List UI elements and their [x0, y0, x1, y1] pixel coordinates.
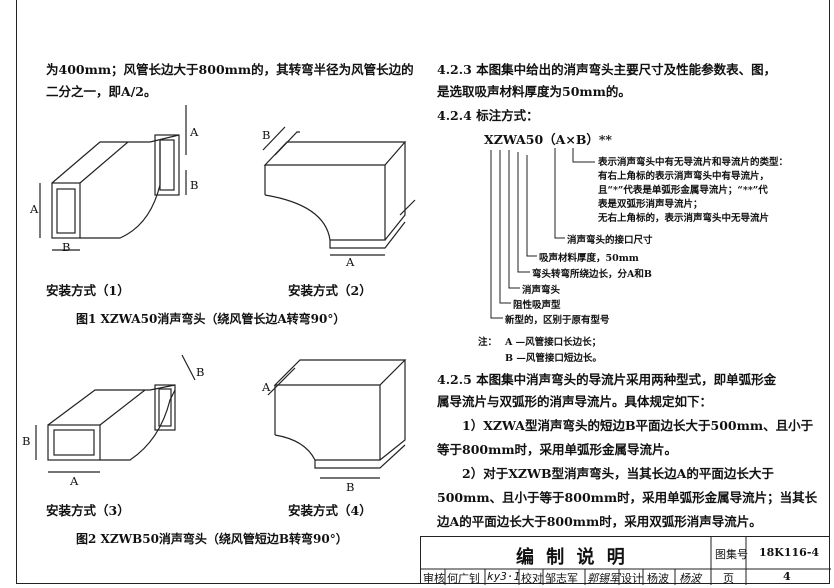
page-label: 页 — [723, 572, 734, 585]
checker-signature: 郭锡军 — [587, 572, 620, 585]
section-4-2-3-line-2: 是选取吸声材料厚度为50mm的。 — [437, 84, 631, 99]
label-a-fig1-2: A — [346, 255, 355, 269]
note-a: A —风管接口长边长； — [505, 337, 602, 348]
designer-signature: 杨波 — [679, 572, 701, 585]
note-line-4: 表是双弧形消声导流片； — [598, 199, 703, 210]
install-label-3: 安装方式（3） — [46, 503, 130, 518]
note-line-8: 弯头转弯所绕边长，分A和B — [532, 269, 652, 280]
title-block-grid — [421, 537, 831, 585]
label-a-fig1-1: A — [30, 202, 39, 216]
page-number: 4 — [783, 570, 791, 583]
section-4-2-3-line-1: 4.2.3 本图集中给出的消声弯头主要尺寸及性能参数表、图， — [437, 62, 777, 77]
section-4-2-5-line-7: 边A的平面边长大于800mm时，采用双弧形消声导流片。 — [437, 514, 762, 529]
designation-formula: XZWA50（A×B）** — [484, 132, 612, 147]
note-line-11: 新型的，区别于原有型号 — [505, 315, 610, 326]
check-label: 校对 — [521, 572, 543, 585]
reviewer-signature: ky3·1 — [487, 570, 521, 583]
install-label-1: 安装方式（1） — [46, 283, 130, 298]
label-b-fig1-1: B — [62, 240, 71, 254]
atlas-number-label: 图集号 — [715, 548, 748, 561]
label-b-fig2-3: B — [22, 434, 31, 448]
figure-2-caption: 图2 XZWB50消声弯头（绕风管短边B转弯90°） — [76, 532, 348, 546]
label-a-fig1-1-right: A — [190, 125, 199, 139]
section-4-2-5-line-3: 1）XZWA型消声弯头的短边B平面边长大于500mm、且小于 — [462, 418, 814, 433]
section-4-2-5-line-2: 属导流片与双弧形的消声导流片。具体规定如下： — [437, 394, 713, 409]
note-b: B —风管接口短边长。 — [505, 353, 602, 364]
checker-name: 邹志军 — [545, 572, 578, 585]
note-line-9: 消声弯头 — [522, 285, 561, 296]
figure-1-install-2 — [262, 126, 416, 256]
section-4-2-5-line-1: 4.2.5 本图集中消声弯头的导流片采用两种型式，即单弧形金 — [437, 372, 777, 387]
install-label-4: 安装方式（4） — [288, 503, 372, 518]
title-block-title: 编 制 说 明 — [516, 547, 628, 568]
label-a-fig2-4: A — [262, 380, 271, 394]
note-line-2: 有右上角标的表示消声弯头中有导流片， — [598, 171, 770, 182]
figure-1-caption: 图1 XZWA50消声弯头（绕风管长边A转弯90°） — [76, 312, 346, 326]
reviewer-name: 何广钊 — [447, 572, 480, 585]
note-prefix: 注： — [478, 337, 498, 348]
designer-name: 杨波 — [647, 572, 669, 585]
section-4-2-4-heading: 4.2.4 标注方式： — [437, 108, 539, 123]
annotation-leaders — [490, 148, 595, 319]
note-line-1: 表示消声弯头中有无导流片和导流片的类型： — [598, 157, 789, 168]
section-4-2-5-line-4: 等于800mm时，采用单弧形金属导流片。 — [437, 442, 678, 457]
design-label: 设计 — [621, 572, 643, 585]
install-label-2: 安装方式（2） — [288, 283, 372, 298]
left-paragraph-line-1: 为400mm；风管长边大于800mm的，其转弯半径为风管长边的 — [46, 62, 414, 77]
atlas-number: 18K116-4 — [759, 546, 820, 559]
note-line-5: 无右上角标的，表示消声弯头中无导流片 — [598, 213, 770, 224]
label-b-fig2-3-right: B — [196, 365, 205, 379]
note-line-6: 消声弯头的接口尺寸 — [567, 235, 653, 246]
section-4-2-5-line-6: 500mm、且小于等于800mm时，采用单弧形金属导流片；当其长 — [437, 490, 818, 505]
label-a-fig2-3: A — [70, 474, 79, 488]
drawing-frame — [16, 0, 830, 584]
section-4-2-5-line-5: 2）对于XZWB型消声弯头，当其长边A的平面边长大于 — [462, 466, 774, 481]
left-paragraph-line-2: 二分之一，即A/2。 — [46, 84, 157, 99]
note-line-7: 吸声材料厚度，50mm — [539, 253, 639, 264]
figure-1-install-1 — [39, 105, 187, 251]
label-b-fig1-2: B — [262, 128, 271, 142]
note-line-3: 且“*”代表是单弧形金属导流片；“**”代 — [598, 185, 768, 196]
label-b-fig1-1-right: B — [190, 178, 199, 192]
label-b-fig2-4: B — [346, 480, 355, 494]
note-line-10: 阻性吸声型 — [513, 300, 561, 311]
title-block: 编 制 说 明 图集号 18K116-4 审核 何广钊 ky3·1 校对 邹志军… — [420, 536, 831, 585]
figure-2-install-4 — [267, 359, 407, 479]
figure-2-install-3 — [35, 354, 196, 473]
review-label: 审核 — [423, 572, 445, 585]
